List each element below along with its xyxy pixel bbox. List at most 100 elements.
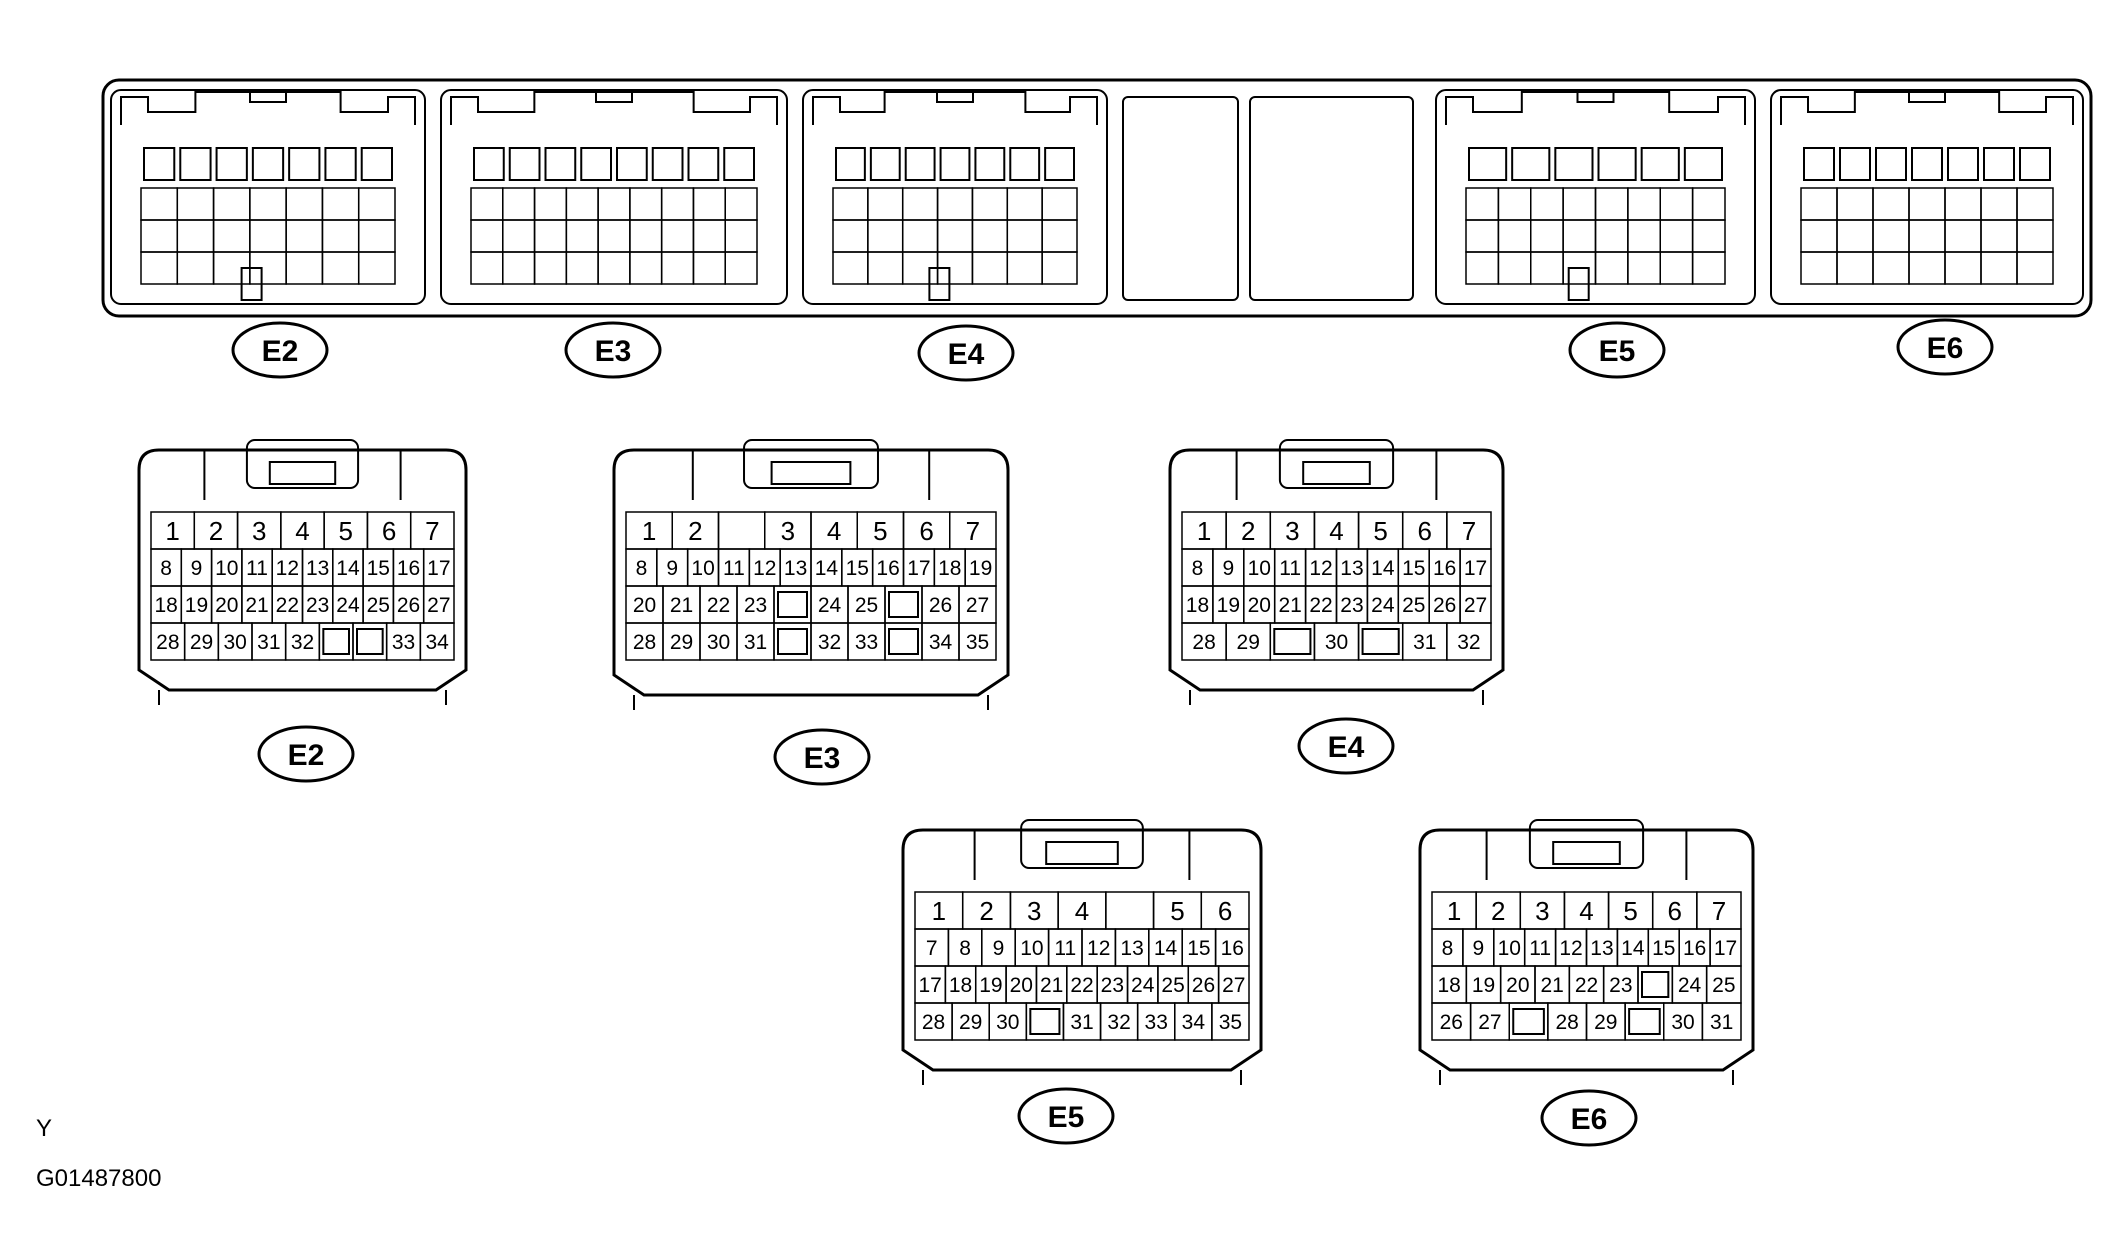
pin-number: 23	[306, 594, 329, 617]
ecu-socket-latch	[595, 91, 633, 103]
ecu-pin-cavity	[1044, 147, 1075, 181]
connector-latch-tab	[268, 461, 337, 485]
pin-number: 16	[1433, 557, 1456, 580]
connector-label-E6: E6	[1540, 1089, 1638, 1147]
pin-number: 12	[1309, 557, 1332, 580]
pin-cell	[1701, 1002, 1742, 1041]
pin-number: 32	[818, 631, 841, 654]
ecu-socket-E2	[110, 89, 426, 305]
ecu-guide-slot	[240, 267, 263, 301]
pin-number: 30	[223, 631, 246, 654]
pin-number: 32	[1457, 631, 1480, 654]
pin-number: 6	[1218, 896, 1232, 926]
pin-number: 8	[1442, 937, 1454, 960]
label-text: E2	[262, 335, 299, 368]
pin-number: 15	[846, 557, 869, 580]
pin-number: 5	[1373, 516, 1387, 546]
figure-code: G01487800	[36, 1165, 162, 1192]
pin-number: 3	[781, 516, 795, 546]
connector-label-E5: E5	[1017, 1087, 1115, 1145]
pin-number: 22	[1309, 594, 1332, 617]
ecu-pin-cavity	[660, 187, 695, 221]
ecu-pin-cavity	[1983, 147, 2015, 181]
pin-number: 27	[1464, 594, 1487, 617]
pin-number: 27	[966, 594, 989, 617]
ecu-socket-outline	[802, 89, 1108, 305]
ecu-socket-E5	[1435, 89, 1756, 305]
pin-number: 22	[707, 594, 730, 617]
ecu-pin-cavity	[835, 147, 866, 181]
ecu-socket-latch	[936, 91, 974, 103]
pin-number: 32	[291, 631, 314, 654]
ecu-pin-cavity	[140, 219, 179, 253]
ecu-pin-cavity	[1627, 251, 1661, 285]
ecu-pin-cavity	[1980, 187, 2018, 221]
pin-cell	[717, 511, 766, 550]
ecu-pin-cavity	[1594, 187, 1629, 221]
pin-number: 2	[688, 516, 702, 546]
connector-body	[137, 448, 468, 692]
ecu-pin-cavity	[212, 187, 251, 221]
ecu-pin-cavity	[1836, 251, 1874, 285]
ecu-pin-cavity	[470, 219, 504, 253]
pin-number: 11	[723, 557, 745, 580]
pin-number: 16	[1683, 937, 1706, 960]
label-oval	[1568, 321, 1666, 379]
ecu-pin-cavity	[2016, 251, 2054, 285]
ecu-pin-cavity	[1594, 219, 1629, 253]
pin-number: 23	[744, 594, 767, 617]
label-oval	[917, 324, 1015, 382]
pin-number: 3	[1027, 896, 1041, 926]
ecu-pin-cavity	[1511, 147, 1551, 181]
label-text: E5	[1048, 1101, 1085, 1134]
pin-number: 26	[397, 594, 420, 617]
ecu-pin-cavity	[470, 187, 504, 221]
ecu-pin-cavity	[629, 251, 663, 285]
pin-number: 10	[1498, 937, 1521, 960]
ecu-pin-cavity	[176, 187, 215, 221]
pin-number: 35	[1219, 1011, 1242, 1034]
ecu-pin-cavity	[212, 219, 251, 253]
pin-number: 18	[1437, 974, 1460, 997]
pin-number: 23	[1101, 974, 1124, 997]
pin-number: 4	[295, 516, 309, 546]
label-oval	[1017, 1087, 1115, 1145]
pin-number: 14	[336, 557, 360, 580]
label-text: E3	[804, 742, 841, 775]
ecu-pin-cavity	[1803, 147, 1835, 181]
pin-number: 25	[1402, 594, 1425, 617]
ecu-pin-cavity	[285, 219, 324, 253]
pin-number: 25	[1161, 974, 1184, 997]
ecu-pin-cavity	[867, 187, 904, 221]
ecu-pin-cavity	[904, 147, 936, 181]
blank-cavity	[888, 591, 919, 618]
pin-number: 14	[1621, 937, 1645, 960]
ecu-pin-cavity	[1691, 219, 1726, 253]
pin-number: 2	[1241, 516, 1255, 546]
blank-cavity	[1273, 628, 1312, 655]
ecu-pin-cavity	[971, 251, 1009, 285]
ecu-socket-latch	[1908, 91, 1946, 103]
ecu-pin-cavity	[629, 187, 663, 221]
ecu-socket-key	[120, 91, 416, 125]
ecu-pin-cavity	[1006, 219, 1043, 253]
ecu-pin-cavity	[1659, 251, 1694, 285]
ecu-label-E5: E5	[1568, 321, 1666, 379]
label-text: E6	[1927, 332, 1964, 365]
pin-number: 7	[966, 516, 980, 546]
ecu-pin-cavity	[533, 219, 568, 253]
pin-number: 20	[633, 594, 656, 617]
pin-number: 15	[367, 557, 390, 580]
pin-number: 17	[1714, 937, 1737, 960]
ecu-pin-cavity	[1562, 187, 1597, 221]
ecu-socket-outline	[110, 89, 426, 305]
pin-number: 21	[1540, 974, 1563, 997]
pin-number: 3	[1535, 896, 1549, 926]
ecu-pin-cavity	[1980, 219, 2018, 253]
pin-number: 23	[1609, 974, 1632, 997]
ecu-pin-cavity	[1041, 219, 1078, 253]
pin-number: 30	[996, 1011, 1019, 1034]
pin-number: 3	[1285, 516, 1299, 546]
ecu-pin-cavity	[1627, 187, 1661, 221]
